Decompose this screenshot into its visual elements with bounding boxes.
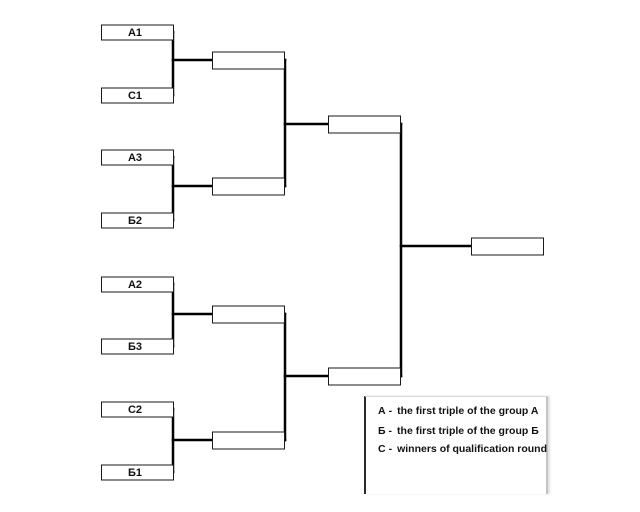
legend-item-qualification: C-winners of qualification round (378, 443, 547, 455)
round1-slot: Б1 (101, 464, 174, 481)
round1-slot: C1 (101, 87, 174, 104)
slot-label: C2 (128, 404, 142, 416)
slot-label: C1 (128, 90, 142, 102)
slot-box (212, 305, 285, 324)
slot-box (328, 367, 401, 386)
slot-box (101, 24, 174, 41)
round1-slot: Б3 (101, 338, 174, 355)
legend-separator: - (388, 425, 393, 437)
slot-box (101, 149, 174, 166)
slot-box (212, 431, 285, 450)
legend-separator: - (388, 443, 393, 455)
round2-slot (212, 177, 285, 196)
round1-slot: A2 (101, 276, 174, 293)
slot-box (101, 276, 174, 293)
slot-box (471, 237, 544, 256)
slot-label: Б2 (128, 215, 142, 227)
legend-key: A (378, 405, 386, 417)
round1-slot: Б2 (101, 212, 174, 229)
legend-item-group-b: Б-the first triple of the group Б (378, 425, 539, 437)
slot-label: A3 (128, 152, 142, 164)
round1-slot: A1 (101, 24, 174, 41)
slot-box (101, 212, 174, 229)
slot-label: Б1 (128, 467, 142, 479)
legend-key: Б (378, 425, 386, 437)
legend-box: A-the first triple of the group A Б-the … (364, 396, 548, 494)
round2-slot (212, 431, 285, 450)
slot-box (101, 87, 174, 104)
slot-label: A2 (128, 279, 142, 291)
slot-box (101, 401, 174, 418)
legend-text: winners of qualification round (397, 443, 548, 455)
final-slot (471, 237, 544, 256)
legend-key: C (378, 443, 386, 455)
slot-label: Б3 (128, 341, 142, 353)
legend-text: the first triple of the group A (397, 405, 539, 417)
slot-label: A1 (128, 27, 142, 39)
round2-slot (212, 305, 285, 324)
slot-box (212, 177, 285, 196)
slot-box (212, 51, 285, 70)
slot-box (101, 464, 174, 481)
legend-separator: - (388, 405, 393, 417)
semifinal-slot (328, 367, 401, 386)
semifinal-slot (328, 115, 401, 134)
legend-item-group-a: A-the first triple of the group A (378, 405, 538, 417)
round2-slot (212, 51, 285, 70)
round1-slot: A3 (101, 149, 174, 166)
legend-text: the first triple of the group Б (397, 425, 539, 437)
round1-slot: C2 (101, 401, 174, 418)
slot-box (101, 338, 174, 355)
slot-box (328, 115, 401, 134)
